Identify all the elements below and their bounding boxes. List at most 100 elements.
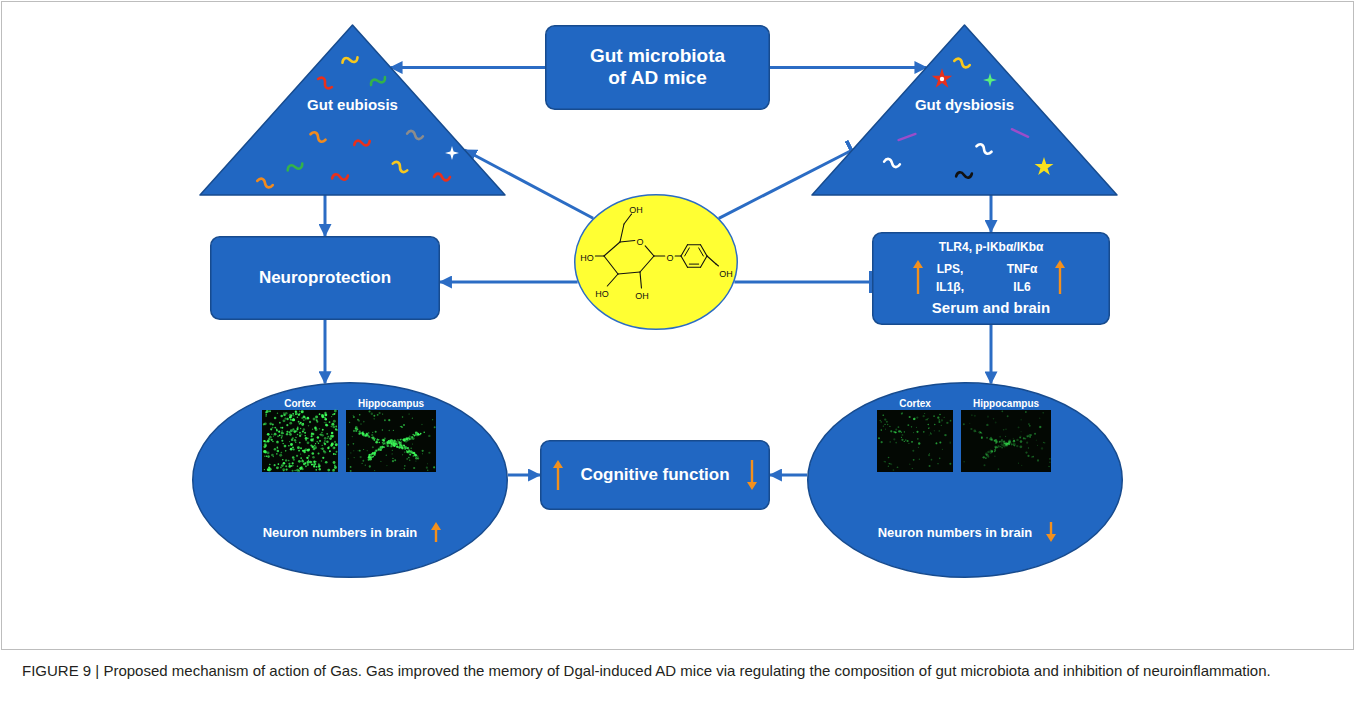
- gastrodin-ellipse-shape: [574, 194, 738, 330]
- atom-label: O: [666, 253, 673, 264]
- frame-border: [2, 2, 1354, 650]
- text-slot: Hippocampus: [973, 392, 1039, 411]
- microbe-icon: [256, 178, 273, 189]
- inhibition-connector: [734, 281, 872, 284]
- text-slot: Gut eubiosis: [307, 95, 398, 114]
- microbe-icon: [899, 134, 916, 140]
- microbe-icon: [953, 58, 970, 69]
- atom-label: OH: [629, 205, 643, 216]
- fluorescence-image: [961, 410, 1051, 472]
- text-slot: Gut dysbiosis: [915, 95, 1014, 114]
- arrow-connector: [324, 195, 327, 236]
- text-slot: Gut microbiota of AD mice: [583, 45, 733, 91]
- neuroprotection-box: Neuroprotection: [210, 236, 440, 320]
- inflammation-box: TLR4, p-IKbα/IKbαLPS, TNFαIL1β, IL6Serum a…: [872, 232, 1110, 325]
- arrow-connector: [990, 325, 993, 383]
- text-slot: Hippocampus: [358, 392, 424, 411]
- text-slot: TNFα: [1007, 258, 1038, 277]
- shape-label: IL6: [1013, 280, 1030, 294]
- atom-label: OH: [635, 291, 649, 302]
- arrow-connector: [990, 195, 993, 232]
- text-slot: OH: [719, 262, 733, 281]
- change-arrow: [431, 522, 441, 542]
- microbe-icon: [434, 174, 450, 181]
- text-slot: Serum and brain: [932, 298, 1050, 317]
- atom-label: HO: [580, 253, 594, 264]
- cognition-box: Cognitive function: [540, 440, 770, 510]
- text-slot: Cortex: [899, 392, 931, 411]
- gastrodin-ellipse: OH O HO O OH HO OH: [574, 194, 738, 330]
- arrow-connector: [391, 66, 545, 69]
- fluorescence-image: [346, 410, 436, 472]
- microbe-icon: [369, 74, 386, 88]
- shape-label: Gut dysbiosis: [915, 96, 1014, 114]
- microbe-icon: [286, 161, 303, 174]
- change-arrow: [1055, 260, 1065, 294]
- arrow-connector: [770, 474, 807, 477]
- text-slot: HO: [595, 282, 609, 301]
- microbe-icon: [407, 130, 424, 139]
- shape-label: Gut microbiota of AD mice: [583, 45, 733, 91]
- shape-label: IL1β,: [936, 280, 964, 294]
- microbe-icon: [309, 131, 326, 143]
- microbe-icon: [353, 138, 370, 149]
- change-arrow: [1046, 522, 1056, 542]
- text-slot: Neuron numbers in brain: [878, 522, 1033, 541]
- microbe-icon: [956, 170, 973, 179]
- change-arrow: [747, 460, 757, 490]
- eubiosis-triangle: Gut eubiosis: [200, 25, 505, 195]
- shape-label: Serum and brain: [932, 299, 1050, 317]
- caption-block: FIGURE 9 | Proposed mechanism of action …: [22, 660, 1340, 682]
- text-slot: Neuron numbers in brain: [263, 522, 418, 541]
- arrow-connector: [324, 320, 327, 383]
- shape-label: Gut eubiosis: [307, 96, 398, 114]
- figure-caption: FIGURE 9 | Proposed mechanism of action …: [22, 662, 1271, 679]
- microbe-icon: [1012, 129, 1028, 137]
- change-arrow: [913, 260, 923, 294]
- microbiota-box: Gut microbiota of AD mice: [545, 25, 770, 110]
- shape-label: LPS,: [937, 262, 964, 276]
- molecule-bonds: [595, 214, 718, 288]
- text-slot: O: [636, 230, 643, 249]
- atom-label: OH: [719, 269, 733, 280]
- shape-label: Cognitive function: [580, 465, 729, 485]
- microbe-icon: [341, 54, 358, 66]
- text-slot: LPS,: [937, 258, 964, 277]
- text-slot: HO: [580, 246, 594, 265]
- text-slot: OH: [635, 284, 649, 303]
- text-slot: IL1β,: [936, 276, 964, 295]
- panel-label: Cortex: [899, 398, 931, 410]
- shape-label: Neuron numbers in brain: [878, 525, 1033, 541]
- text-slot: IL6: [1013, 276, 1030, 295]
- fluorescence-image: [877, 410, 953, 472]
- microbe-icon: [884, 158, 901, 167]
- panel-label: Cortex: [284, 398, 316, 410]
- change-arrow: [553, 460, 563, 490]
- text-slot: TLR4, p-IKbα/IKbα: [939, 236, 1044, 255]
- microbe-icon: [316, 76, 333, 90]
- shape-label: Neuron numbers in brain: [263, 525, 418, 541]
- microbe-icon: [983, 73, 997, 87]
- microbe-icon: [1035, 157, 1054, 175]
- neuron-ellipse-shape: [807, 382, 1123, 578]
- shape-label: Neuroprotection: [259, 268, 391, 288]
- arrow-connector: [508, 474, 540, 477]
- arrow-connector: [770, 66, 926, 69]
- shape-label: TNFα: [1007, 262, 1038, 276]
- dysbiosis-triangle: Gut dysbiosis: [812, 25, 1117, 195]
- text-slot: OH: [629, 198, 643, 217]
- atom-label: O: [636, 237, 643, 248]
- panel-label: Hippocampus: [973, 398, 1039, 410]
- neuron-ellipse-shape: [192, 382, 508, 578]
- shape-label: TLR4, p-IKbα/IKbα: [939, 240, 1044, 254]
- panel-label: Hippocampus: [358, 398, 424, 410]
- neuron-ellipse: Cortex HippocampusNeuron numbers in brain: [807, 382, 1123, 578]
- text-slot: O: [666, 246, 673, 265]
- microbe-icon: [445, 146, 459, 160]
- text-slot: Neuroprotection: [259, 268, 391, 288]
- text-slot: Cortex: [284, 392, 316, 411]
- microbe-icon: [332, 172, 349, 181]
- microbe-icon: [975, 143, 992, 155]
- atom-label: HO: [595, 289, 609, 300]
